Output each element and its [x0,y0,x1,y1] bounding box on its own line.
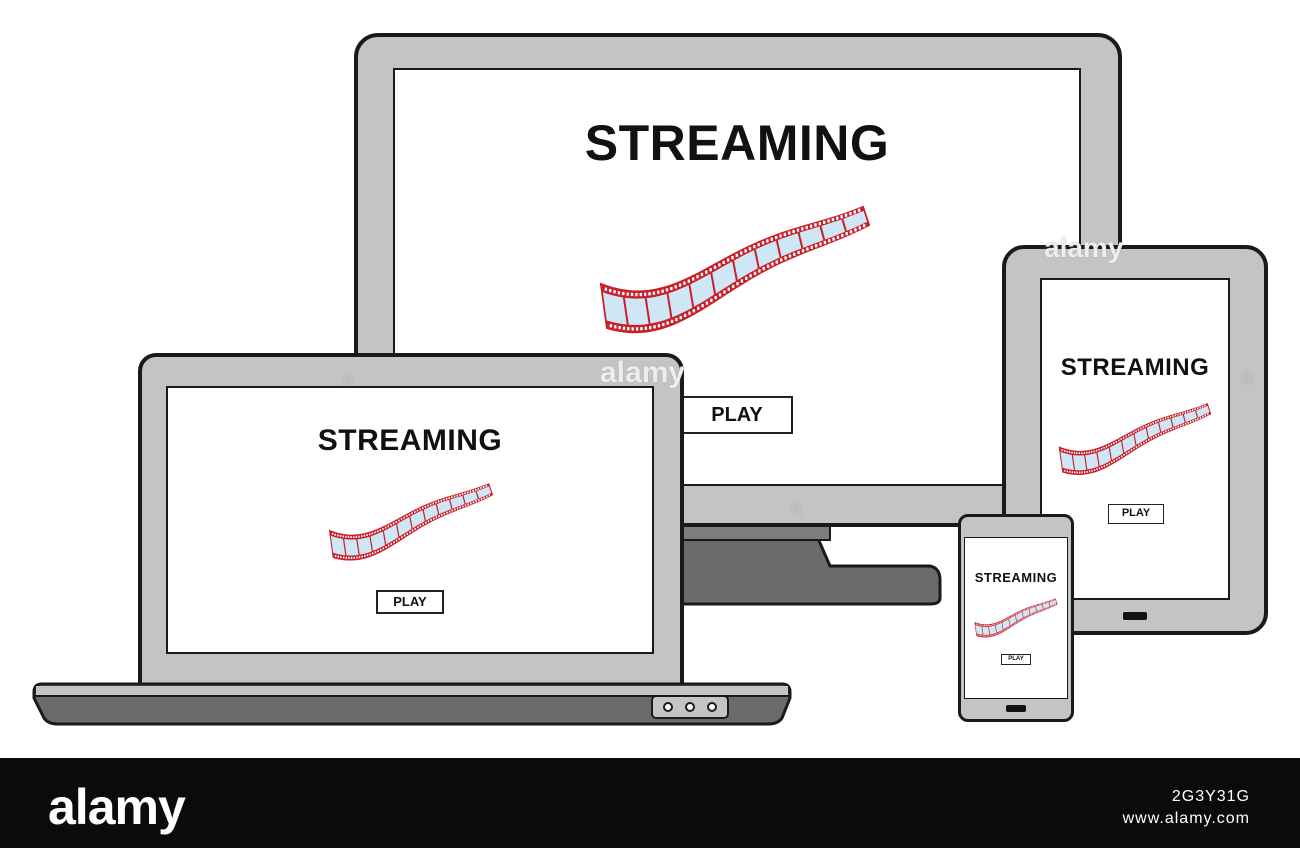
image-id: 2G3Y31G [1171,788,1250,805]
tablet-home-button[interactable] [1123,612,1147,620]
watermark-alamy: alamy [1044,232,1124,263]
watermark-letter: a [790,494,803,519]
phone-play-button[interactable]: PLAY [1001,654,1031,665]
laptop-screen: STREAMING PLAY [166,386,654,654]
watermark-letter: a [342,366,355,391]
monitor-play-button[interactable]: PLAY [681,396,793,434]
tablet-title: STREAMING [1060,354,1210,381]
phone-title: STREAMING [974,570,1058,585]
monitor-screen: STREAMING PLAY [393,68,1081,486]
film-strip-icon [326,470,496,583]
monitor-stand [678,518,942,606]
phone-screen: STREAMING PLAY [964,537,1068,699]
phone-home-button[interactable] [1006,705,1026,712]
footer-bar: alamy 2G3Y31G www.alamy.com [0,758,1300,848]
alamy-logo: alamy [48,779,186,835]
watermark-letter: a [1240,364,1253,389]
monitor-title: STREAMING [584,115,890,171]
film-strip-svg [328,483,494,561]
laptop-play-button[interactable]: PLAY [376,590,444,614]
laptop-title: STREAMING [317,424,503,457]
film-strip-svg [1058,403,1212,475]
tablet-play-button[interactable]: PLAY [1108,504,1164,524]
laptop-base [32,682,792,726]
film-strip-icon [973,592,1059,651]
tablet-screen: STREAMING PLAY [1040,278,1230,600]
film-strip-icon [595,188,875,363]
site-url: www.alamy.com [1122,810,1250,827]
watermark-alamy: alamy [600,356,686,389]
film-strip-svg [599,205,871,334]
film-strip-svg [974,598,1058,638]
film-strip-icon [1056,392,1214,495]
